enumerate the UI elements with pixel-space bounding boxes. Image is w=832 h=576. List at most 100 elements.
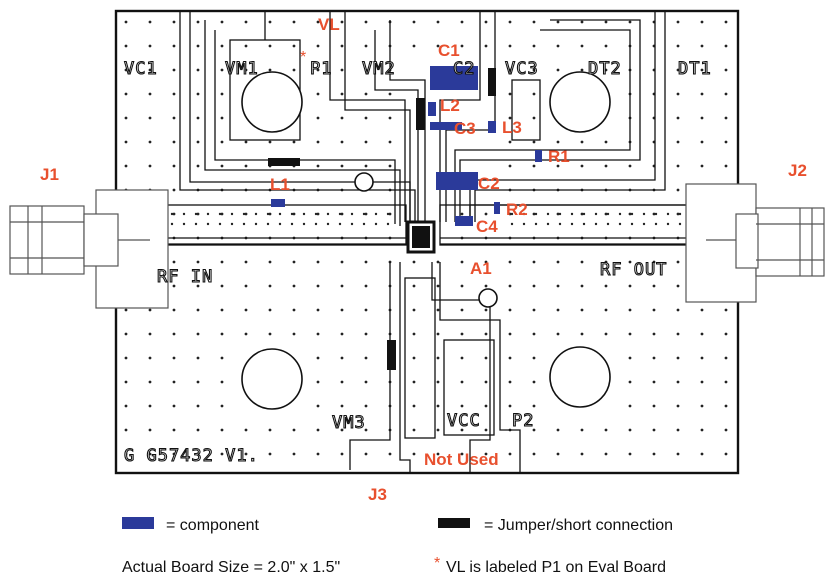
via xyxy=(244,308,248,312)
via xyxy=(484,308,488,312)
legend-jumper-swatch xyxy=(438,518,470,528)
via xyxy=(194,222,198,226)
via xyxy=(266,222,270,226)
via xyxy=(678,222,682,226)
via xyxy=(532,380,536,384)
via xyxy=(606,212,610,216)
via xyxy=(316,68,320,72)
via xyxy=(556,44,560,48)
via xyxy=(580,284,584,288)
via xyxy=(388,92,392,96)
via xyxy=(628,212,632,216)
via xyxy=(630,222,634,226)
via xyxy=(654,212,658,216)
trace-vc1 xyxy=(179,12,416,230)
via xyxy=(350,212,354,216)
via xyxy=(244,428,248,432)
via xyxy=(148,404,152,408)
via xyxy=(436,404,440,408)
via xyxy=(628,356,632,360)
silk-vcc: VCC xyxy=(447,411,481,431)
via xyxy=(700,20,704,24)
via xyxy=(582,222,586,226)
label-j1: J1 xyxy=(40,165,59,184)
label-r1: R1 xyxy=(548,147,570,166)
via xyxy=(724,452,728,456)
via xyxy=(700,116,704,120)
via xyxy=(244,452,248,456)
via xyxy=(604,452,608,456)
via xyxy=(266,212,270,216)
via xyxy=(436,20,440,24)
via xyxy=(316,140,320,144)
jumper-2 xyxy=(416,98,425,130)
via xyxy=(436,380,440,384)
via xyxy=(196,20,200,24)
via xyxy=(364,428,368,432)
via xyxy=(724,164,728,168)
via xyxy=(556,452,560,456)
via xyxy=(618,222,622,226)
via xyxy=(340,284,344,288)
via xyxy=(268,260,272,264)
via xyxy=(676,68,680,72)
via xyxy=(652,332,656,336)
via xyxy=(532,44,536,48)
via xyxy=(170,212,174,216)
trace-p1 xyxy=(329,12,406,222)
via xyxy=(172,380,176,384)
via xyxy=(510,212,514,216)
via xyxy=(244,332,248,336)
via xyxy=(172,284,176,288)
via xyxy=(148,68,152,72)
jumper-1 xyxy=(268,158,300,166)
via xyxy=(124,428,128,432)
via xyxy=(340,68,344,72)
via xyxy=(676,92,680,96)
via xyxy=(220,260,224,264)
via xyxy=(628,284,632,288)
via xyxy=(124,92,128,96)
via xyxy=(374,212,378,216)
via xyxy=(362,222,366,226)
via xyxy=(340,356,344,360)
label-l1: L1 xyxy=(270,175,290,194)
via xyxy=(642,222,646,226)
via xyxy=(244,68,248,72)
via xyxy=(436,308,440,312)
via xyxy=(642,212,646,216)
legend-note: VL is labeled P1 on Eval Board xyxy=(446,559,666,576)
via xyxy=(326,212,330,216)
via xyxy=(606,222,610,226)
via xyxy=(268,428,272,432)
silk-board-id: G G57432 V1. xyxy=(124,446,259,466)
via xyxy=(676,20,680,24)
via xyxy=(196,260,200,264)
via xyxy=(556,68,560,72)
via xyxy=(628,380,632,384)
via xyxy=(724,20,728,24)
via xyxy=(292,140,296,144)
via xyxy=(124,404,128,408)
via xyxy=(700,452,704,456)
via xyxy=(558,212,562,216)
via xyxy=(350,222,354,226)
via xyxy=(254,212,258,216)
via xyxy=(326,222,330,226)
via xyxy=(532,356,536,360)
label-l3: L3 xyxy=(502,118,522,137)
via xyxy=(364,92,368,96)
via xyxy=(484,452,488,456)
via xyxy=(220,140,224,144)
via xyxy=(244,140,248,144)
via xyxy=(316,404,320,408)
silk-dt2: DT2 xyxy=(588,59,622,79)
via xyxy=(652,308,656,312)
j2-barrel xyxy=(735,213,759,269)
via xyxy=(580,260,584,264)
via xyxy=(316,212,320,216)
component-l3 xyxy=(488,121,496,133)
via xyxy=(220,356,224,360)
via xyxy=(676,284,680,288)
component-c2 xyxy=(436,172,478,190)
